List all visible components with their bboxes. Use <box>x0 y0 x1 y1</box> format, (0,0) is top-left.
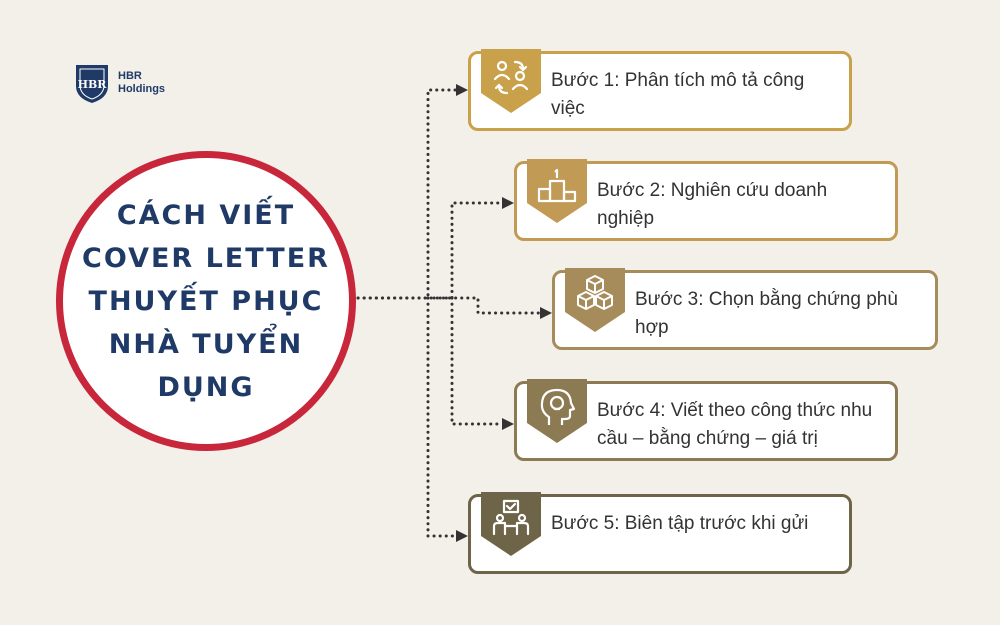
step-1-label: Bước 1: Phân tích mô tả công việc <box>551 70 805 119</box>
arrowhead-2 <box>502 197 514 209</box>
step-3-label: Bước 3: Chọn bằng chứng phù hợp <box>635 289 898 338</box>
people-exchange-icon <box>481 49 541 113</box>
head-idea-icon <box>527 379 587 443</box>
step-4-card: Bước 4: Viết theo công thức nhu cầu – bằ… <box>514 379 898 461</box>
logo-text: HBR Holdings <box>118 70 165 96</box>
arrowhead-5 <box>456 530 468 542</box>
cubes-icon <box>565 268 625 332</box>
step-1-card: Bước 1: Phân tích mô tả công việc <box>468 49 852 131</box>
step-4-label: Bước 4: Viết theo công thức nhu cầu – bằ… <box>597 400 873 449</box>
podium-icon <box>527 159 587 223</box>
step-5-label: Bước 5: Biên tập trước khi gửi <box>551 513 809 534</box>
central-circle: CÁCH VIẾT COVER LETTER THUYẾT PHỤC NHÀ T… <box>56 151 356 451</box>
logo-monogram: HBR <box>78 78 108 91</box>
arrowhead-1 <box>456 84 468 96</box>
logo-line-1: HBR <box>118 70 142 82</box>
arrowhead-3 <box>540 307 552 319</box>
shield-logo-icon: HBR <box>76 65 108 103</box>
diagram-title: CÁCH VIẾT COVER LETTER THUYẾT PHỤC NHÀ T… <box>82 199 330 403</box>
logo-line-2: Holdings <box>118 83 166 95</box>
arrowhead-4 <box>502 418 514 430</box>
team-check-icon <box>481 492 541 556</box>
step-2-card: Bước 2: Nghiên cứu doanh nghiệp <box>514 159 898 241</box>
step-3-card: Bước 3: Chọn bằng chứng phù hợp <box>552 268 938 350</box>
step-2-label: Bước 2: Nghiên cứu doanh nghiệp <box>597 180 828 229</box>
step-5-card: Bước 5: Biên tập trước khi gửi <box>468 492 852 574</box>
logo: HBR HBR Holdings <box>74 62 165 104</box>
